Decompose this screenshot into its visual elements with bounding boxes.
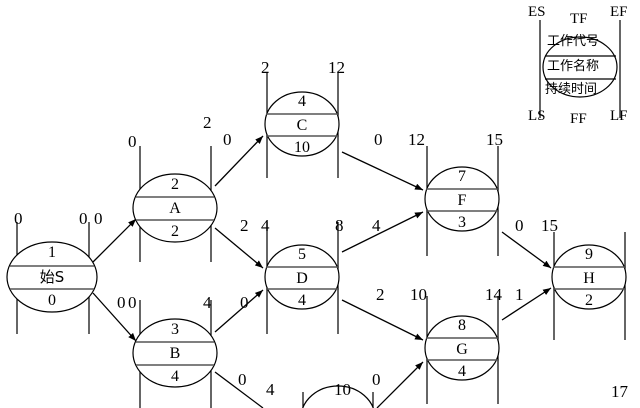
legend-es-label: ES	[528, 4, 546, 20]
arrow-label-a3: 0	[223, 130, 232, 149]
tick-value-t4: 2	[203, 113, 212, 132]
node-name-n3: B	[169, 345, 181, 362]
arrow-label-a12: 1	[515, 285, 524, 304]
node-duration-n4: 10	[294, 139, 310, 156]
node-name-n8: G	[456, 341, 468, 358]
tick-value-t2: 0	[79, 209, 88, 228]
tick-value-t9: 4	[261, 216, 270, 235]
legend-work-name-label: 工作名称	[547, 59, 600, 74]
node-code-n4: 4	[298, 93, 306, 110]
tick-value-t1: 0	[14, 209, 23, 228]
legend-ef-label: EF	[610, 4, 628, 20]
tick-value-t3: 0	[128, 132, 137, 151]
node-duration-n7: 3	[458, 214, 466, 231]
arrow-label-a7: 0	[374, 130, 383, 149]
tick-value-t15: 14	[485, 285, 502, 304]
node-duration-n8: 4	[458, 363, 466, 380]
tick-value-t6: 12	[328, 58, 345, 77]
node-code-n8: 8	[458, 317, 466, 334]
arrow-label-a8: 4	[372, 216, 381, 235]
node-duration-n9: 2	[585, 292, 593, 309]
node-duration-n1: 0	[48, 292, 56, 309]
tick-value-t8: 15	[486, 130, 503, 149]
tick-value-t13: 4	[203, 293, 212, 312]
tick-value-t18: 17	[611, 382, 628, 401]
node-code-n7: 7	[458, 168, 466, 185]
node-code-n3: 3	[171, 321, 179, 338]
arrow-label-a4: 2	[240, 216, 249, 235]
legend-work-duration-label: 持续时间	[545, 82, 598, 97]
node-duration-n3: 4	[171, 368, 179, 385]
node-name-n2: A	[169, 200, 181, 217]
tick-value-t12: 0	[128, 293, 137, 312]
arrow-label-a11: 0	[515, 216, 524, 235]
arrow-label-a2: 0	[117, 293, 126, 312]
node-name-n7: F	[457, 192, 467, 209]
arrow-label-a1: 0	[94, 209, 103, 228]
legend-frame	[539, 20, 621, 118]
node-code-n1: 1	[48, 244, 56, 261]
node-code-n5: 5	[298, 246, 306, 263]
node-ellipses	[6, 91, 627, 408]
node-name-n4: C	[296, 117, 308, 134]
arrow-label-a10: 0	[372, 370, 381, 389]
arrow-label-a5: 0	[240, 293, 249, 312]
tick-value-t11: 15	[541, 216, 558, 235]
legend-work-code-label: 工作代号	[547, 34, 600, 49]
tick-value-t10: 8	[335, 216, 344, 235]
tick-value-t14: 10	[410, 285, 427, 304]
node-code-n9: 9	[585, 246, 593, 263]
legend-ls-label: LS	[528, 108, 546, 124]
arrow-label-a9: 2	[376, 285, 385, 304]
tick-value-t16: 4	[266, 380, 275, 399]
node-name-n9: H	[583, 270, 595, 287]
node-name-n1: 始S	[39, 268, 65, 286]
tick-value-t5: 2	[261, 58, 270, 77]
node-name-n5: D	[296, 270, 308, 287]
connector-arrows	[92, 135, 552, 408]
node-duration-n2: 2	[171, 223, 179, 240]
node-code-n2: 2	[171, 176, 179, 193]
legend-ff-label: FF	[570, 111, 587, 127]
node-duration-n5: 4	[298, 292, 306, 309]
tick-value-t17: 10	[334, 380, 351, 399]
tick-value-t7: 12	[408, 130, 425, 149]
legend-lf-label: LF	[610, 108, 628, 124]
arrow-label-a6: 0	[238, 370, 247, 389]
legend-tf-label: TF	[570, 11, 588, 27]
